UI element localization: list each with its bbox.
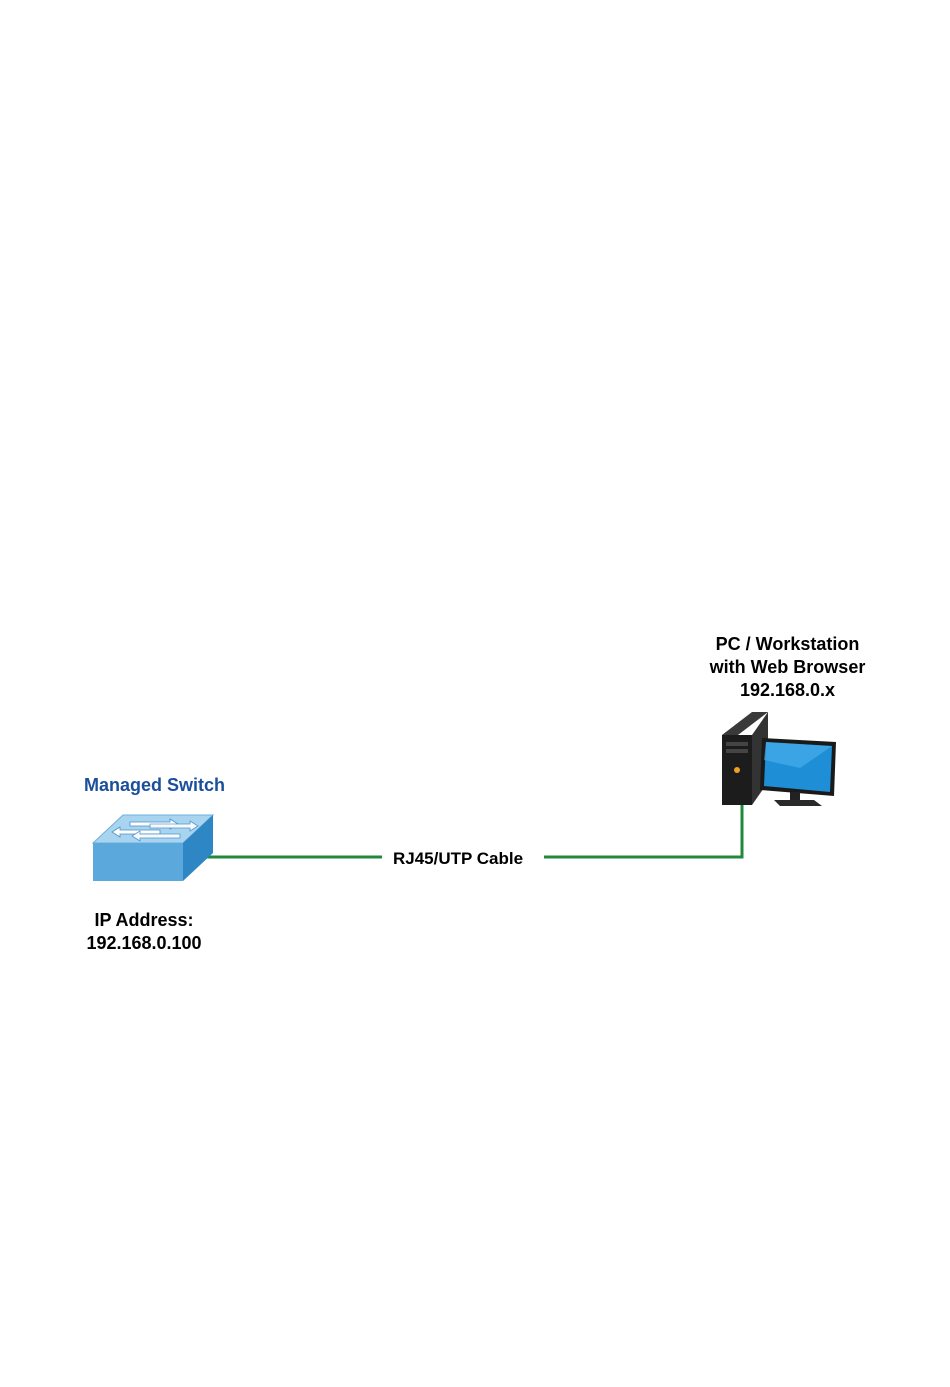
desktop-computer-icon [722,712,836,806]
switch-ip-caption: IP Address: [84,909,204,932]
switch-ip-address: 192.168.0.100 [84,932,204,955]
pc-label-line1: PC / Workstation [700,633,875,656]
cable-label: RJ45/UTP Cable [393,847,523,870]
switch-title: Managed Switch [84,774,225,797]
pc-label-line2: with Web Browser [700,656,875,679]
pc-ip-address: 192.168.0.x [700,679,875,702]
pc-label: PC / Workstation with Web Browser 192.16… [700,633,875,702]
switch-ip-label: IP Address: 192.168.0.100 [84,909,204,955]
network-switch-icon [93,815,213,881]
